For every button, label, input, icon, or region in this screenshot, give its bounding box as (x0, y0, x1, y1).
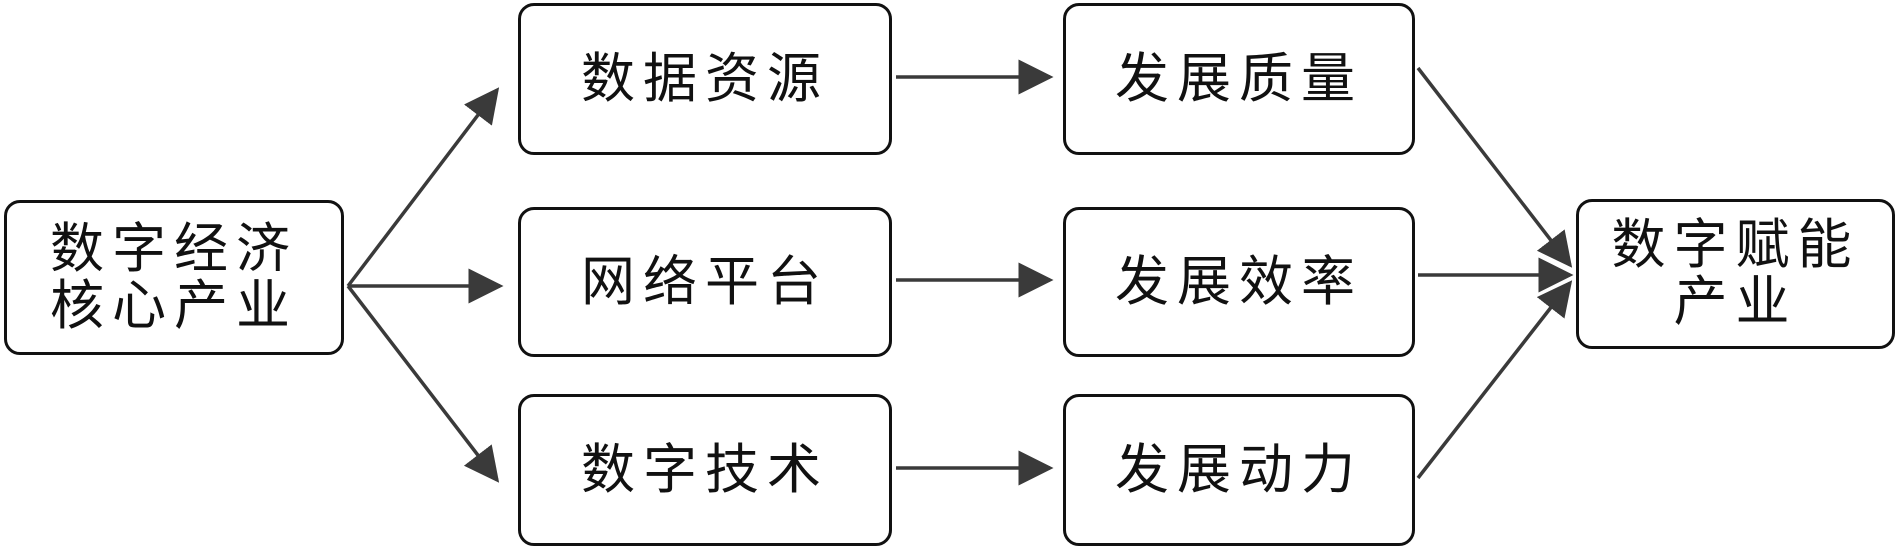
node-source: 数字经济 核心产业 (4, 200, 344, 355)
node-development-momentum: 发展动力 (1063, 394, 1415, 546)
node-target-line1: 数字赋能 (1611, 213, 1860, 277)
node-development-efficiency-label: 发展效率 (1115, 249, 1363, 313)
node-source-label: 数字经济 核心产业 (50, 216, 298, 337)
node-development-quality-label: 发展质量 (1115, 46, 1363, 110)
arrow-development-momentum-to-target (1416, 280, 1573, 480)
arrow-source-to-digital-technology (346, 284, 500, 483)
node-data-resources: 数据资源 (518, 3, 892, 155)
node-target-label: 数字赋能 产业 (1612, 217, 1860, 330)
node-data-resources-label: 数据资源 (581, 46, 829, 110)
node-source-line1: 数字经济 (50, 216, 298, 280)
node-source-line2: 核心产业 (50, 273, 298, 337)
node-network-platform: 网络平台 (518, 207, 892, 357)
arrow-development-quality-to-target (1416, 66, 1573, 268)
node-development-momentum-label: 发展动力 (1115, 437, 1363, 501)
node-development-quality: 发展质量 (1063, 3, 1415, 155)
node-target-line2: 产业 (1673, 270, 1798, 333)
node-network-platform-label: 网络平台 (581, 249, 829, 313)
node-target: 数字赋能 产业 (1576, 199, 1895, 349)
node-digital-technology: 数字技术 (518, 394, 892, 546)
node-development-efficiency: 发展效率 (1063, 207, 1415, 357)
node-digital-technology-label: 数字技术 (581, 437, 829, 501)
arrow-source-to-data-resources (346, 87, 500, 288)
